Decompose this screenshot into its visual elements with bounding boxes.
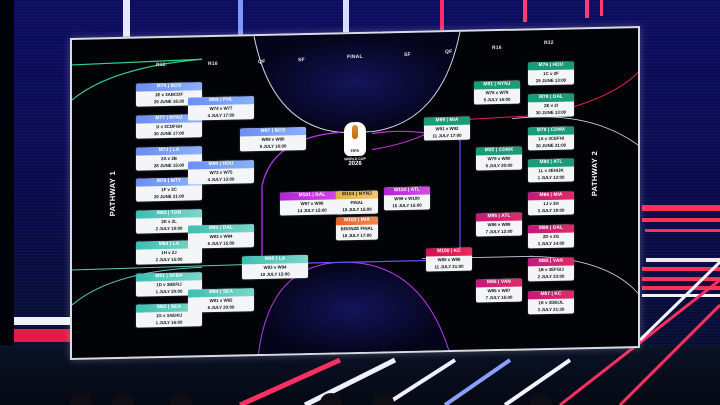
match-time: 3 JULY 14:00 [537,240,565,247]
light-bar [600,0,603,16]
match-time: 30 JUNE 17:00 [153,130,185,137]
stripe-red [14,329,70,342]
match-time: 1 JULY 12:00 [537,174,565,181]
match-time: 5 JULY 20:00 [485,162,513,169]
logo-year: 2026 [348,160,362,168]
bracket-lines [72,31,640,359]
round-label-left-r16: R16 [208,60,218,68]
match-time: 11 JULY 21:00 [434,263,464,270]
match-time: 1 JULY 16:00 [155,319,183,326]
pathway-2-label: PATHWAY 2 [590,150,600,197]
match-time: 30 JUNE 21:00 [535,142,567,149]
stripe-white [14,317,70,325]
match-time: 6 JULY 15:00 [207,240,235,247]
match-time: 3 JULY 18:00 [537,207,565,214]
stripe-red [642,218,720,222]
light-bar [585,0,589,18]
match-time: 18 JULY 17:00 [342,232,372,239]
match-time: 29 JUNE 13:00 [535,77,567,84]
stripe-white [646,258,720,262]
audience-head [170,393,192,405]
round-label-right-sf: SF [404,51,411,59]
match-time: 3 JULY 21:30 [537,306,565,313]
audience-head [112,393,134,405]
match-time: 5 JULY 16:00 [483,96,511,103]
stripe-red [642,286,720,290]
fifa-world-cup-2026-logo: FIFA WORLD CUP 2026 [340,121,370,173]
stripe-white [642,294,720,297]
stripe-red [642,267,720,271]
match-time: 7 JULY 16:00 [485,294,513,301]
audience-head [70,393,92,405]
round-label-right-r16: R16 [492,44,502,52]
light-bar [238,0,243,38]
audience-head [372,393,394,405]
stripe-red [642,205,720,211]
round-label-right-r32: R32 [544,39,554,47]
light-bar [343,0,349,34]
match-time: 4 JULY 13:00 [207,176,235,183]
match-time: 15 JULY 15:00 [392,202,422,209]
trophy-icon: FIFA [344,121,366,157]
bracket-screen: R32 R16 QF SF FINAL SF QF R16 R32 PATHWA… [70,26,640,360]
match-time: 6 JULY 20:00 [207,304,235,311]
logo-brand: FIFA [350,147,360,154]
match-time: 11 JULY 17:00 [432,132,462,139]
audience-head [530,393,552,405]
left-dark-edge [0,0,14,405]
round-label-final: FINAL [347,53,363,61]
match-time: 2 JULY 15:00 [155,256,183,263]
match-time: 14 JULY 15:00 [297,207,327,214]
match-time: 30 JUNE 13:00 [535,109,567,116]
match-time: 2 JULY 23:00 [537,273,565,280]
light-bar [123,0,130,40]
match-time: 10 JULY 15:00 [260,271,290,278]
round-label-left-sf: SF [298,57,305,64]
stripe-red [642,277,720,281]
match-time: 19 JULY 15:00 [342,206,372,213]
round-label-right-qf: QF [445,48,453,56]
match-time: 29 JUNE 21:00 [153,193,185,200]
match-time: 9 JULY 16:00 [259,143,287,150]
pathway-1-label: PATHWAY 1 [108,170,118,217]
audience-head [320,393,342,405]
round-label-left-r32: R32 [156,61,166,69]
match-time: 7 JULY 12:00 [485,228,513,235]
round-label-left-qf: QF [258,58,266,66]
light-bar [440,0,444,30]
match-time: 4 JULY 17:00 [207,112,235,119]
stripe-red [645,229,720,232]
light-bar [523,0,527,22]
